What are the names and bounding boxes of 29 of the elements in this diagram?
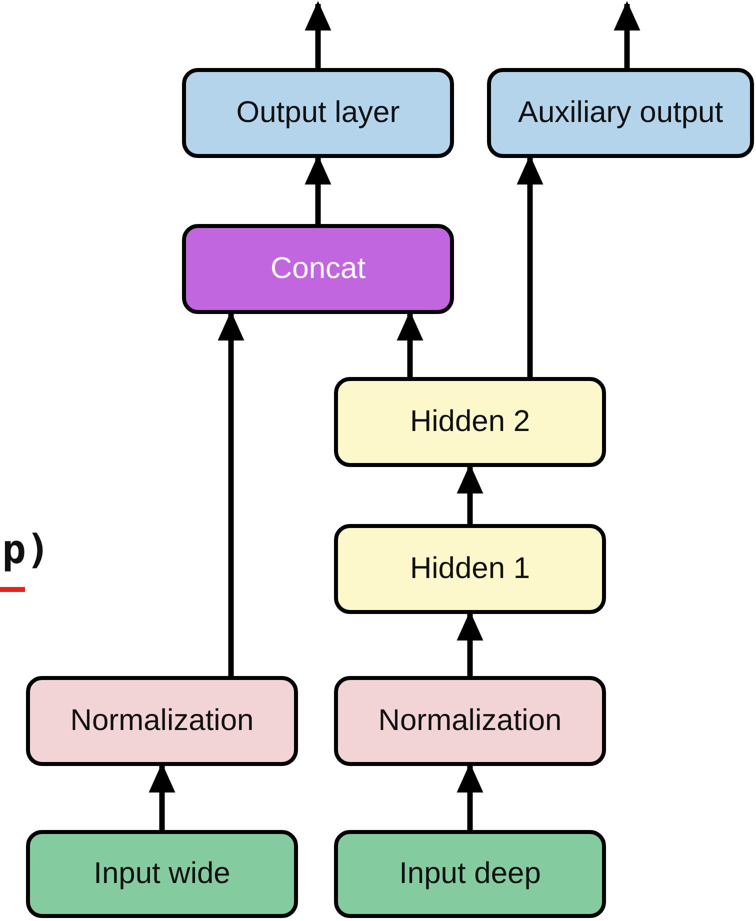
layer-label: Input wide: [94, 857, 230, 891]
layer-box: [26, 676, 298, 766]
layer-label: Normalization: [70, 704, 254, 738]
arrow: [516, 155, 544, 377]
arrow: [304, 1, 332, 68]
arrow: [456, 611, 484, 676]
layer-label: Concat: [270, 252, 366, 286]
arrow: [148, 763, 176, 830]
layer-box: [334, 676, 606, 766]
layer-label: Hidden 1: [410, 552, 530, 586]
layer-box: [334, 524, 606, 614]
layer-box: [182, 224, 454, 314]
layer-box: [334, 830, 606, 918]
layer-label: Hidden 2: [410, 405, 530, 439]
arrow: [456, 763, 484, 830]
layer-box: [334, 377, 606, 467]
layer-box: [26, 830, 298, 918]
layer-label: Normalization: [378, 704, 562, 738]
layer-label: Input deep: [399, 857, 541, 891]
arrow: [396, 311, 424, 377]
arrow: [614, 1, 640, 68]
arrow: [304, 155, 332, 224]
layer-label: Auxiliary output: [518, 96, 724, 130]
arrow: [456, 464, 484, 524]
layer-box: [487, 68, 754, 158]
code-fragment: p): [2, 530, 50, 570]
layer-label: Output layer: [236, 96, 400, 130]
arrow: [218, 311, 244, 676]
layer-box: [182, 68, 454, 158]
